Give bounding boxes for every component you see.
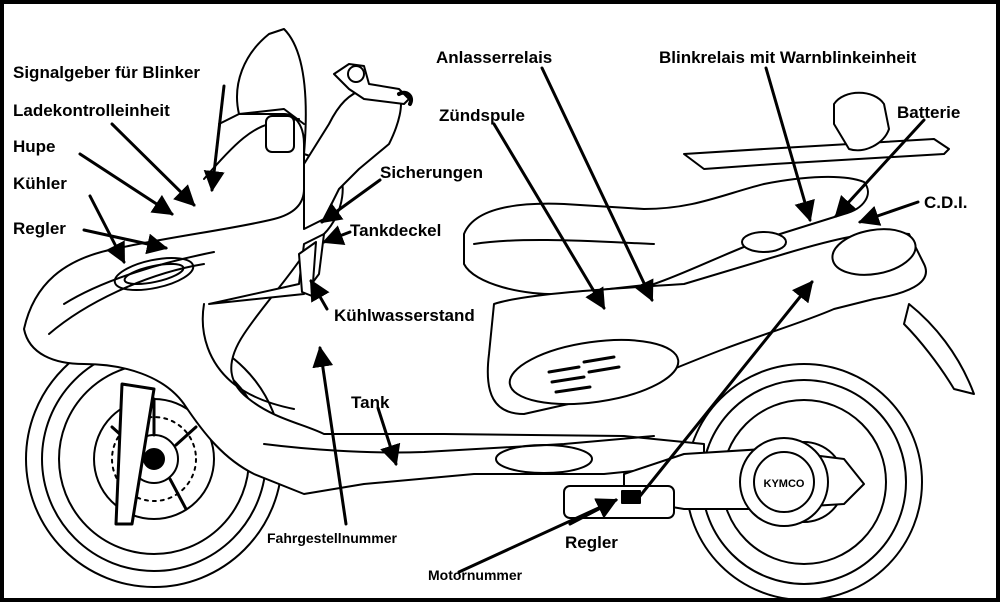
label-fahrgestellnummer: Fahrgestellnummer [267,530,397,546]
label-ladekontrolleinheit: Ladekontrolleinheit [13,101,170,120]
brand-logo: KYMCO [764,478,805,490]
label-signalgeber: Signalgeber für Blinker [13,63,201,82]
label-kuehler: Kühler [13,174,67,193]
leader-arrows [78,66,926,574]
label-regler-engine: Regler [565,533,618,552]
label-sicherungen: Sicherungen [380,163,483,182]
label-regler-front: Regler [13,219,66,238]
label-cdi: C.D.I. [924,193,968,212]
label-motornummer: Motornummer [428,567,523,583]
label-zuendspule: Zündspule [439,106,525,125]
label-anlasserrelais: Anlasserrelais [436,48,553,67]
label-hupe: Hupe [13,137,56,156]
scooter-drawing: KYMCO [23,28,975,598]
label-batterie: Batterie [897,103,961,122]
steering-column [303,88,402,230]
front-fork [114,382,156,526]
label-tankdeckel: Tankdeckel [350,221,442,240]
label-tank: Tank [351,393,390,412]
label-blinkrelais: Blinkrelais mit Warnblinkeinheit [659,48,917,67]
label-kuehlwasserstand: Kühlwasserstand [334,306,475,325]
